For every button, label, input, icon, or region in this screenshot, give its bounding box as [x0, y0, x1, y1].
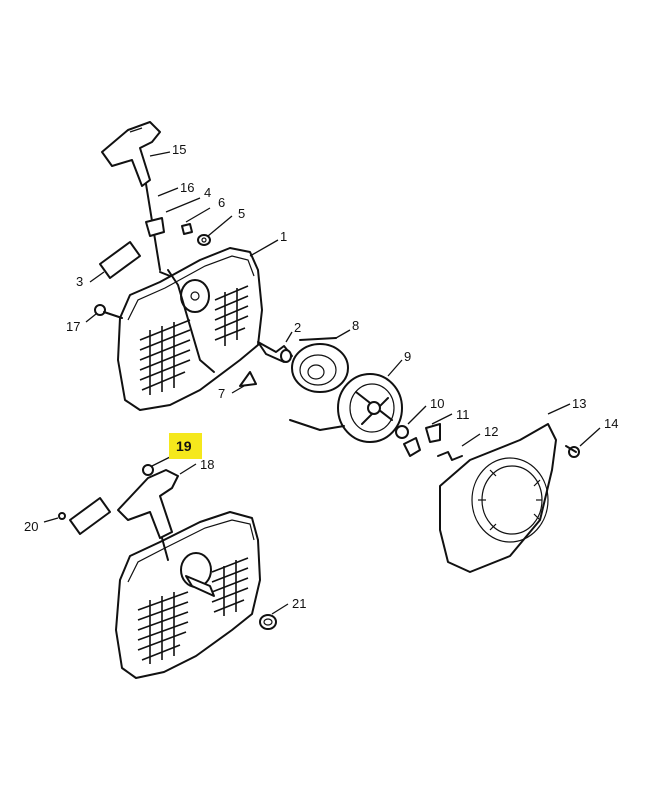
callout-12: 12: [484, 424, 499, 439]
callout-19: 19: [176, 438, 192, 454]
callout-highlight: [169, 433, 202, 459]
pawl-11: [403, 423, 441, 457]
callout-13: 13: [572, 396, 587, 411]
callout-10: 10: [430, 396, 445, 411]
nut-19: [142, 464, 154, 476]
leader-lines: [43, 151, 601, 615]
callout-9: 9: [404, 349, 412, 364]
callout-5: 5: [238, 206, 246, 221]
screw-17: [94, 304, 123, 319]
callout-20: 20: [24, 519, 39, 534]
callout-15: 15: [172, 142, 187, 157]
washer-10: [395, 425, 409, 439]
callout-1: 1: [280, 229, 288, 244]
callout-3: 3: [76, 274, 84, 289]
rewind-spring-8: [291, 337, 349, 393]
shaft-2: [257, 341, 293, 363]
rope-bushing: [145, 217, 165, 237]
starter-grip-lower: [117, 469, 179, 561]
callout-11: 11: [456, 407, 470, 422]
starter-housing-upper: [117, 247, 263, 411]
pin-6: [181, 223, 193, 235]
callout-4: 4: [204, 185, 212, 200]
callout-14: 14: [604, 416, 619, 431]
callout-18: 18: [200, 457, 215, 472]
starter-housing-lower: [115, 511, 261, 679]
callout-7: 7: [218, 386, 226, 401]
callout-2: 2: [294, 320, 302, 335]
callout-16: 16: [180, 180, 195, 195]
decal-20: [58, 497, 111, 535]
callout-21: 21: [292, 596, 307, 611]
washer-21: [259, 614, 277, 630]
callout-17: 17: [66, 319, 81, 334]
fan-housing-13: [439, 423, 557, 573]
spring-12: [437, 451, 463, 461]
clip-7: [239, 371, 257, 387]
rope-rotor-9: [289, 373, 403, 443]
screw-14: [565, 445, 580, 458]
callout-8: 8: [352, 318, 360, 333]
washer-5: [197, 234, 211, 246]
decal-3: [99, 241, 141, 279]
callout-6: 6: [218, 195, 226, 210]
